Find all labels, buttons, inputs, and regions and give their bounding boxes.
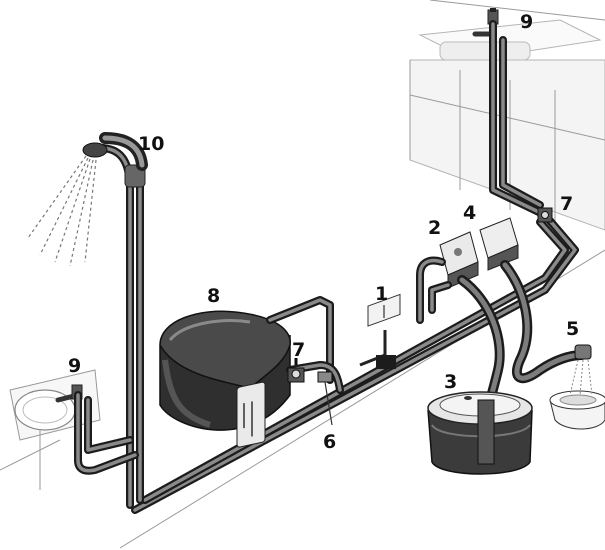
shower-spray: [27, 155, 97, 267]
shower-riser: [82, 132, 148, 509]
dosing-unit-pipes: [416, 256, 452, 324]
kitchen-supply-pipes: [489, 20, 549, 219]
salt-tank: [427, 391, 533, 475]
connector-fitting: [317, 371, 333, 426]
callout-7-right: 7: [560, 193, 573, 215]
callout-1: 1: [375, 283, 388, 305]
kitchen-cabinet: [409, 0, 605, 231]
callout-labels: 1 2 3 4 5 6 7 7 8 9 9 10: [68, 11, 579, 453]
callout-2: 2: [428, 217, 441, 239]
callout-3: 3: [444, 371, 457, 393]
callout-9-left: 9: [68, 355, 81, 377]
callout-8: 8: [207, 285, 220, 307]
dosing-unit-2: [439, 231, 479, 289]
shutoff-valve-left: [287, 358, 305, 383]
main-supply-lines: [131, 211, 579, 514]
callout-9-top: 9: [520, 11, 533, 33]
drain-hose: [500, 260, 587, 384]
heater-pipes: [266, 296, 344, 394]
dosing-unit-4: [479, 217, 519, 271]
water-heater: [159, 310, 291, 448]
callout-6: 6: [323, 431, 336, 453]
washbasin-pipes: [74, 391, 139, 475]
callout-7-left: 7: [292, 339, 305, 361]
callout-5: 5: [566, 318, 579, 340]
drain-bowl: [549, 344, 605, 430]
callout-4: 4: [463, 202, 476, 224]
filter-bypass: [359, 293, 401, 369]
shutoff-valve-right: [537, 207, 553, 223]
callout-10: 10: [138, 133, 164, 155]
